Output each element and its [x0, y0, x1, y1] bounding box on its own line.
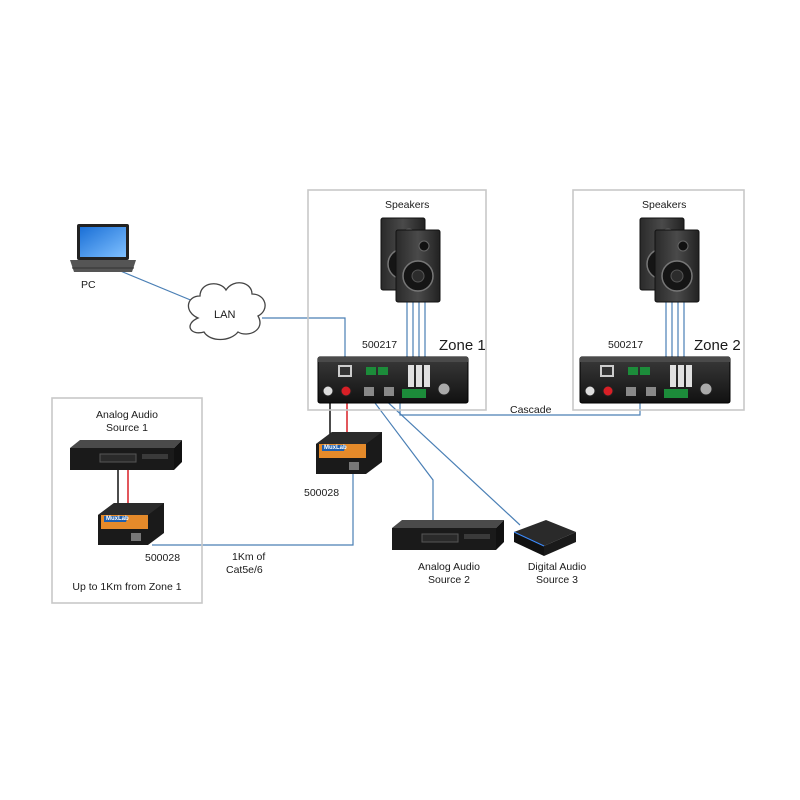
source3-cable	[379, 394, 521, 526]
speaker-pair-zone2-icon	[639, 217, 700, 303]
speakers-zone2-label: Speakers	[642, 199, 686, 211]
laptop-icon	[70, 224, 136, 272]
speakers-zone1-label: Speakers	[385, 199, 429, 211]
lan-cloud-icon	[187, 282, 266, 341]
digital-source3-title-line2: Source 3	[536, 574, 578, 586]
balun-local-label: 500028	[304, 487, 339, 499]
analog-source2-title-line1: Analog Audio	[418, 561, 480, 573]
balun-local-icon: MuxLab	[316, 432, 382, 474]
lan-label: LAN	[214, 309, 235, 321]
cat5-cable	[152, 470, 354, 546]
analog-source2-player-icon	[391, 519, 505, 551]
balun-remote-label: 500028	[145, 552, 180, 564]
speaker-pair-zone1-icon	[380, 217, 441, 303]
unit-zone2-label: 500217	[608, 339, 643, 351]
analog-source1-title-line1: Analog Audio	[96, 409, 158, 421]
analog-source1-player-icon	[69, 439, 183, 471]
audio-distribution-unit-zone2-icon	[579, 356, 731, 404]
remote-distance-label: Up to 1Km from Zone 1	[72, 581, 181, 593]
cable-length-line2: Cat5e/6	[226, 564, 263, 576]
analog-source1-title-line2: Source 1	[106, 422, 148, 434]
cascade-label: Cascade	[510, 404, 552, 416]
audio-distribution-unit-zone1-icon	[317, 356, 469, 404]
digital-source3-title-line1: Digital Audio	[528, 561, 587, 573]
zone1-label: Zone 1	[439, 337, 486, 354]
source2-cable	[368, 394, 434, 520]
zone1-box	[307, 189, 487, 411]
zone2-label: Zone 2	[694, 337, 741, 354]
balun-local-brand: MuxLab	[324, 445, 347, 451]
zone2-box	[572, 189, 745, 411]
remote-source-box	[51, 397, 203, 604]
balun-remote-icon: MuxLab	[98, 503, 164, 545]
balun-remote-brand: MuxLab	[106, 516, 129, 522]
lan-unit1-cable	[262, 317, 346, 372]
cable-length-line1: 1Km of	[232, 551, 265, 563]
analog-source2-title-line2: Source 2	[428, 574, 470, 586]
pc-label: PC	[81, 279, 96, 291]
unit-zone1-label: 500217	[362, 339, 397, 351]
digital-source3-streamer-icon	[513, 520, 576, 556]
